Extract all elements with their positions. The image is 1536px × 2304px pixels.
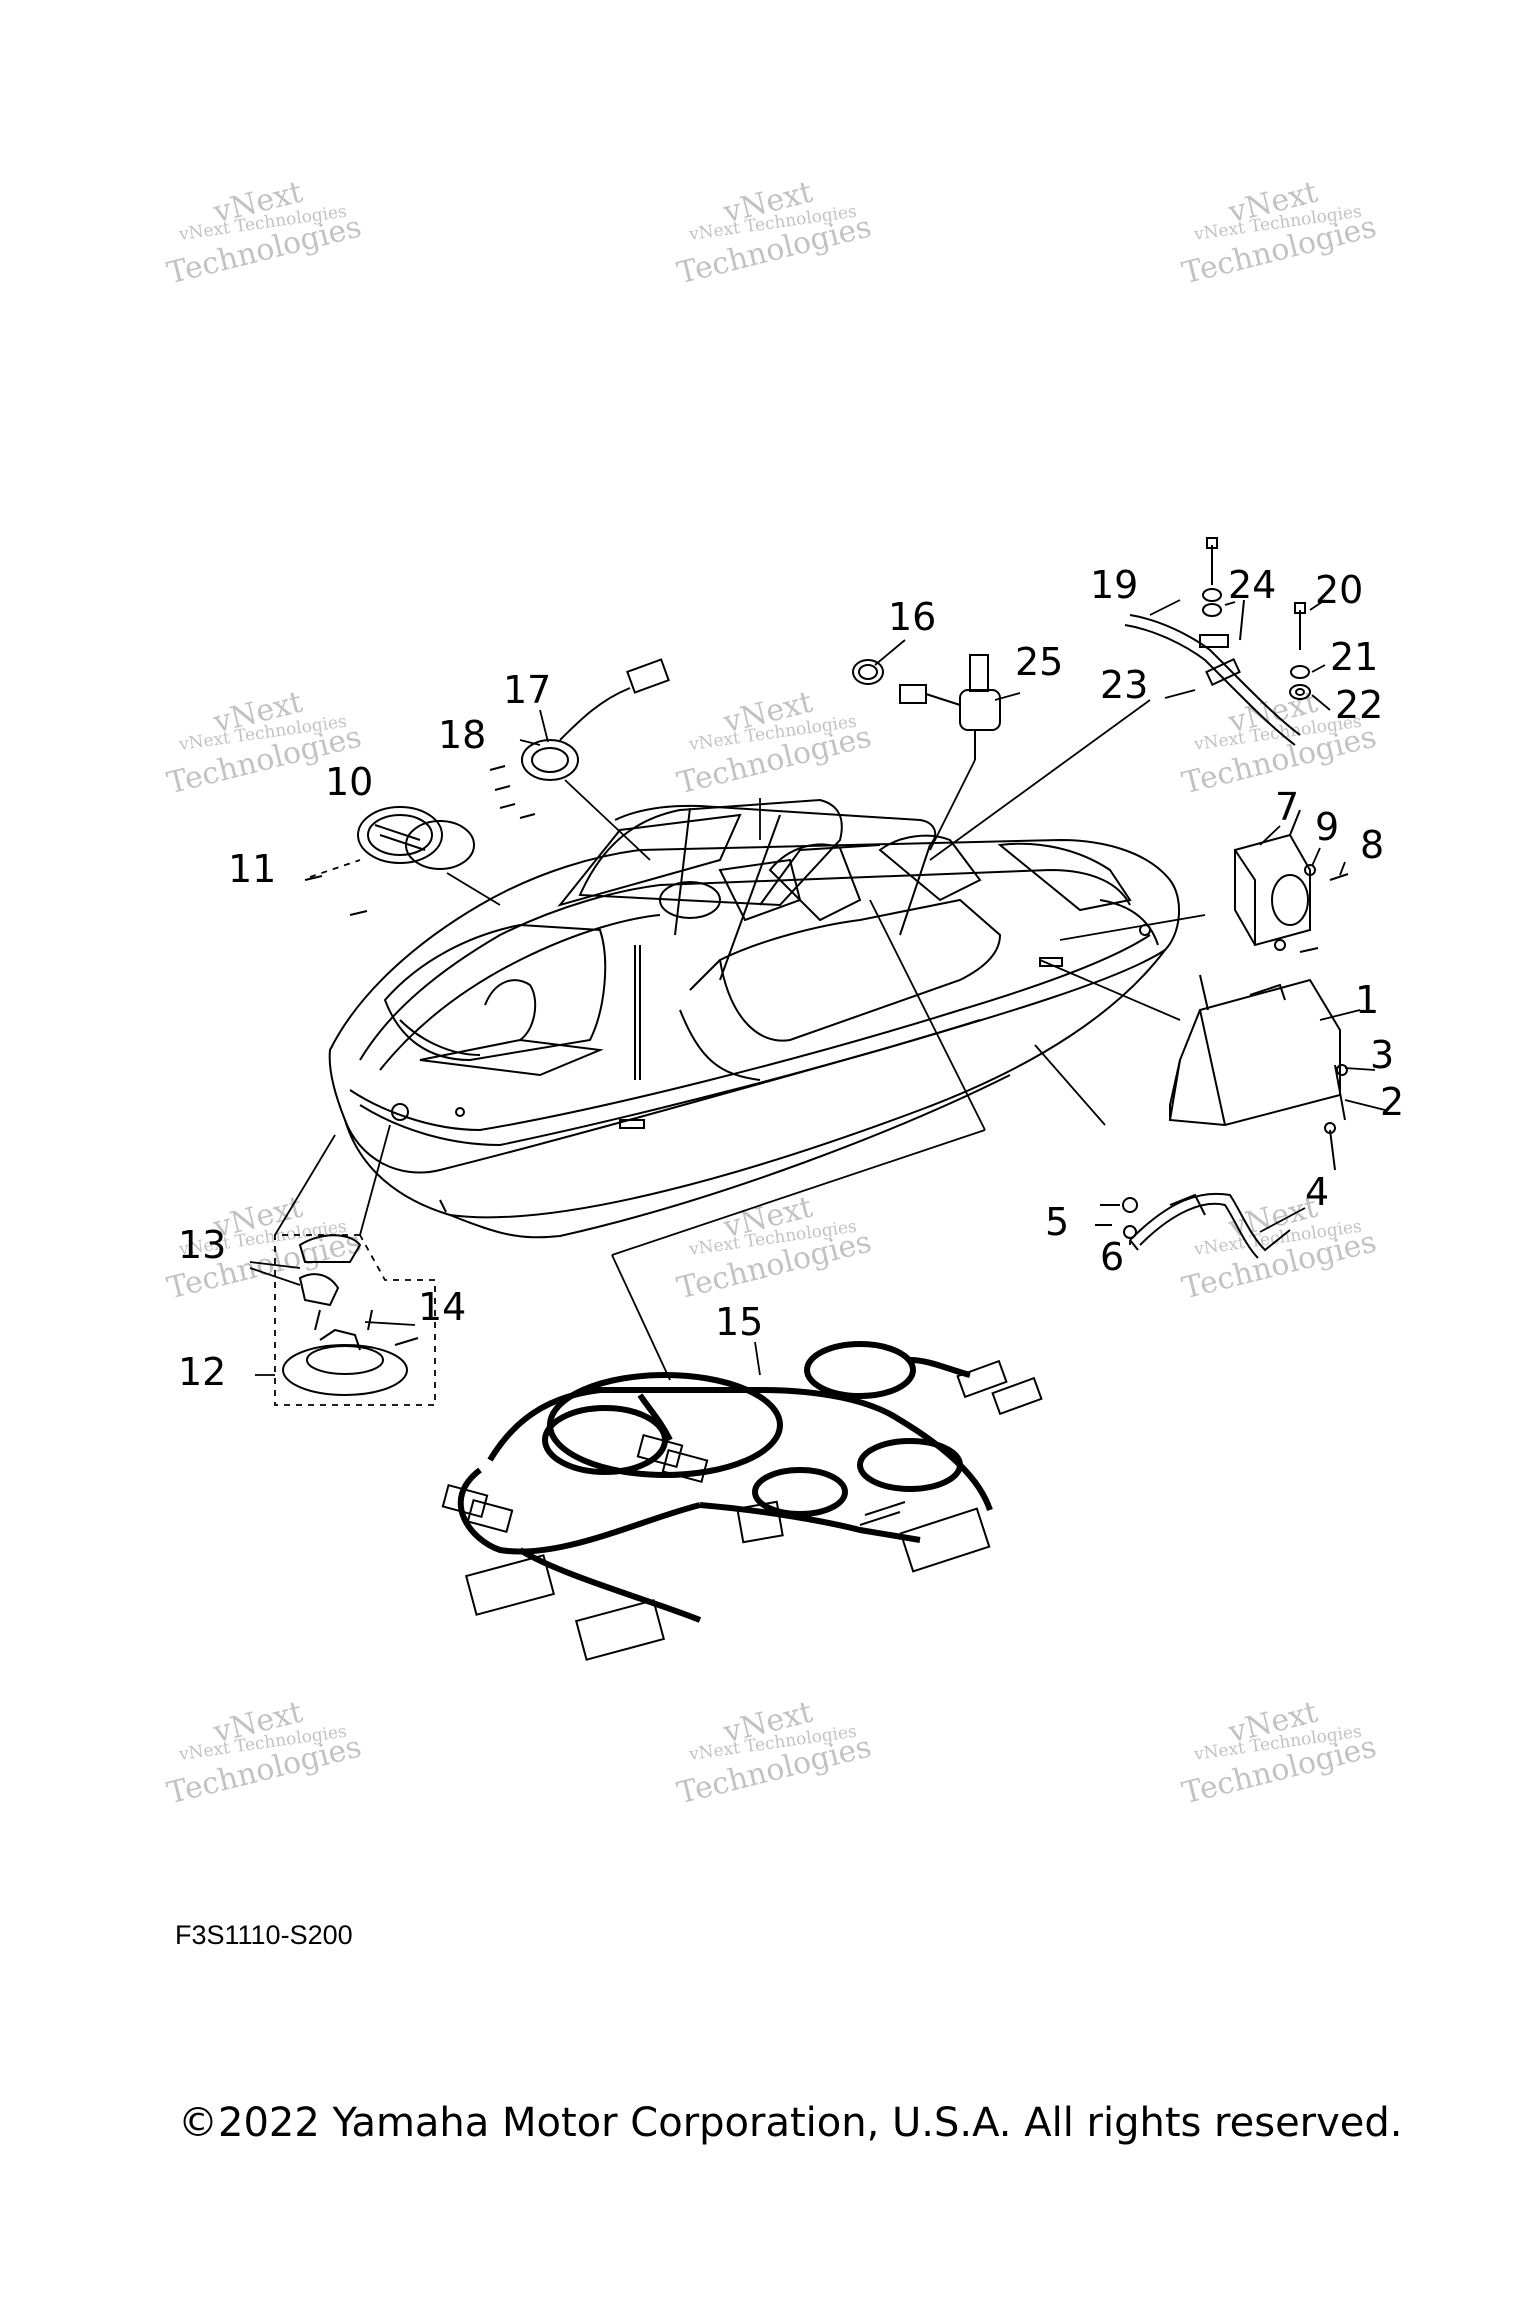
callout-3: 3 [1370, 1033, 1394, 1077]
callout-8: 8 [1360, 823, 1384, 867]
callout-21: 21 [1330, 635, 1378, 679]
watermark: vNext Technologies vNext Technologies [674, 685, 875, 802]
callout-12: 12 [178, 1350, 226, 1394]
callout-5: 5 [1045, 1200, 1069, 1244]
callout-24: 24 [1228, 563, 1276, 607]
part-10-speaker [357, 806, 475, 870]
parts-20-21-22-hardware [1289, 602, 1311, 700]
parts-5-6-fasteners [1095, 1197, 1138, 1239]
callout-25: 25 [1015, 640, 1063, 684]
parts-2-3-bolts [1199, 974, 1348, 1171]
watermark: vNext Technologies vNext Technologies [164, 175, 365, 292]
callout-18: 18 [438, 713, 486, 757]
part-1-control-module [1168, 978, 1341, 1127]
watermark: vNext Technologies vNext Technologies [1179, 1695, 1380, 1812]
watermark: vNext Technologies vNext Technologies [674, 1190, 875, 1307]
callout-10: 10 [325, 760, 373, 804]
diagram-code: F3S1110-S200 [175, 1920, 353, 1950]
callout-16: 16 [888, 595, 936, 639]
watermark: vNext Technologies vNext Technologies [164, 1695, 365, 1812]
part-16-ring [852, 659, 884, 685]
part-17-cover [521, 658, 670, 781]
callout-15: 15 [715, 1300, 763, 1344]
callout-9: 9 [1315, 805, 1339, 849]
part-25-sensor [899, 654, 1001, 760]
part-15-wiring-harness [441, 1341, 1043, 1661]
watermark: vNext Technologies vNext Technologies [1179, 1190, 1380, 1307]
callout-7: 7 [1275, 785, 1299, 829]
callout-17: 17 [503, 668, 551, 712]
callout-2: 2 [1380, 1080, 1404, 1124]
part-7-electrical-box [1234, 809, 1311, 947]
part-24-bolt [1202, 537, 1245, 641]
callout-1: 1 [1355, 978, 1379, 1022]
callout-22: 22 [1335, 683, 1383, 727]
watermark-layer: vNext Technologies vNext Technologies vN… [164, 175, 1380, 1812]
watermark: vNext Technologies vNext Technologies [674, 1695, 875, 1812]
callout-labels: 1 2 3 4 5 6 7 8 9 10 11 12 13 14 15 16 1… [178, 563, 1404, 1394]
part-12-drain-plug [282, 1328, 408, 1396]
watermark: vNext Technologies vNext Technologies [674, 175, 875, 292]
parts-8-9-screws [1274, 864, 1349, 953]
part-14-screws [314, 1309, 419, 1346]
part-18-screws [489, 765, 536, 819]
boat-hull-drawing [328, 798, 1181, 1239]
callout-4: 4 [1305, 1170, 1329, 1214]
callout-20: 20 [1315, 568, 1363, 612]
part-13-cap [298, 1234, 362, 1307]
part-11-screws [304, 875, 368, 916]
callout-13: 13 [178, 1223, 226, 1267]
watermark: vNext Technologies vNext Technologies [1179, 175, 1380, 292]
callout-6: 6 [1100, 1235, 1124, 1279]
callout-23: 23 [1100, 663, 1148, 707]
callout-19: 19 [1090, 563, 1138, 607]
copyright-notice: ©2022 Yamaha Motor Corporation, U.S.A. A… [178, 2100, 1403, 2146]
callout-14: 14 [418, 1285, 466, 1329]
part-19-bracket [1124, 614, 1301, 746]
callout-11: 11 [228, 847, 276, 891]
part-23-clamp [1205, 657, 1241, 687]
leader-lines [249, 599, 1386, 1381]
part-4-strap [1129, 1192, 1291, 1259]
